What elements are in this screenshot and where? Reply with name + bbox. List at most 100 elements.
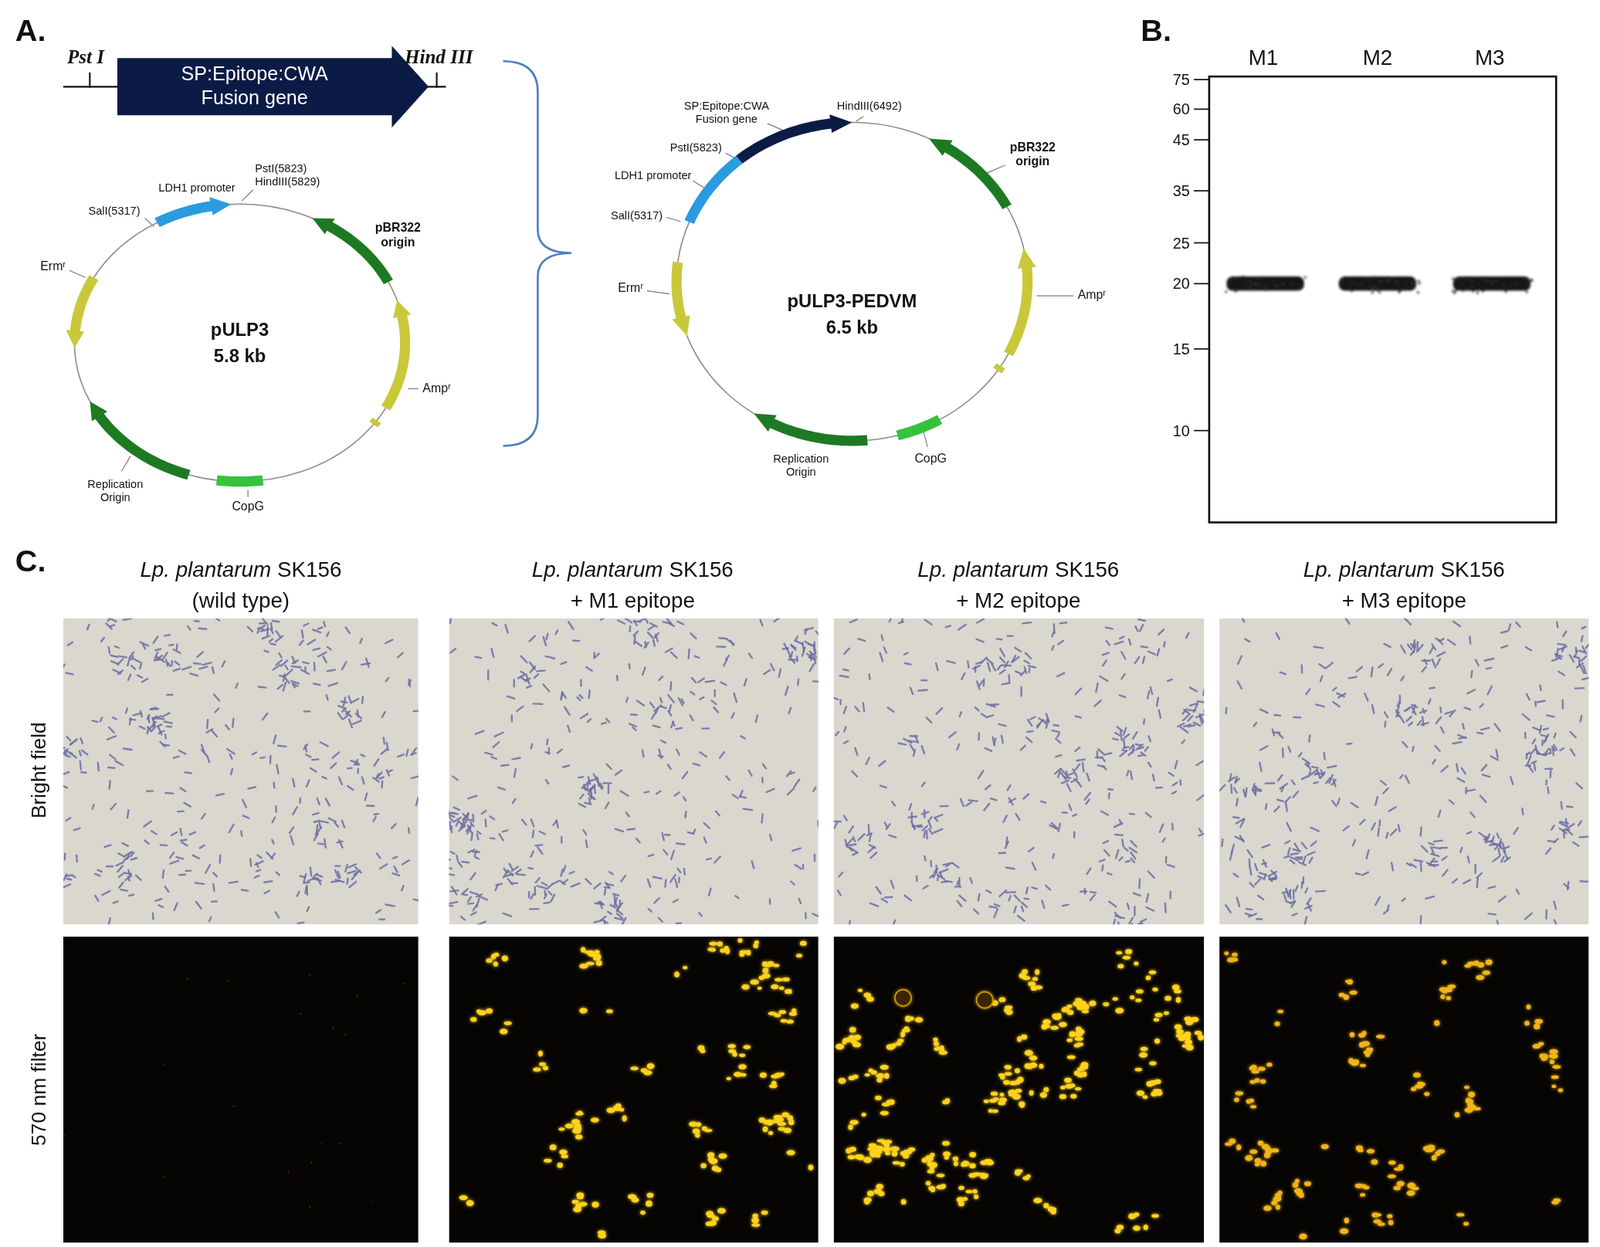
band-grain [1410,281,1414,285]
bacterium-rod [1051,631,1054,638]
fluorescent-cell [1020,1102,1025,1109]
bacterium-rod [230,754,233,760]
bacterium-rod [725,776,729,780]
bacterium-rod [647,879,651,888]
bacterium-rod [755,715,758,723]
bacterium-rod [683,796,686,801]
fluorescent-cell [952,1156,959,1162]
bacterium-rod [401,885,404,891]
bacterium-rod [198,627,207,631]
bacterium-rod [854,748,858,756]
band-grain [1466,278,1469,282]
bacterium-rod [910,688,913,695]
bacterium-rod [456,820,459,827]
fluorescent-cell [1015,1088,1023,1093]
bacterium-rod [562,879,568,884]
bacterium-rod [677,621,684,625]
fluorescent-cell [718,1153,727,1160]
band-grain [1282,282,1285,285]
bacterium-rod [301,669,309,674]
bacterium-rod [133,713,142,716]
bacterium-rod [520,671,526,675]
fluorescent-cell [1060,1085,1066,1090]
bacterium-rod [1132,732,1137,739]
bacterium-rod [1067,783,1072,791]
bacterium-rod [448,901,458,904]
fluorescent-cell [559,1127,566,1131]
fluorescent-cell [459,1195,468,1200]
bacterium-rod [1026,737,1032,743]
bacterium-rod [320,742,329,746]
fluorescent-cell [1074,1087,1082,1091]
bacterium-rod [242,800,247,808]
bacterium-rod [454,817,461,822]
bacterium-rod [1132,745,1134,753]
fluorescent-cell [880,1111,889,1116]
bacterium-rod [108,780,111,790]
bacterium-rod [847,838,852,845]
bacterium-rod [1014,894,1021,902]
bacterium-rod [928,829,933,834]
bacterium-rod [648,854,655,857]
bacterium-rod [256,863,258,868]
bacterium-rod [579,679,583,686]
band-grain [1230,277,1234,280]
bacterium-rod [166,694,173,696]
bacterium-rod [870,903,878,907]
bacterium-rod [929,861,933,867]
bacterium-rod [110,655,118,658]
band-grain [1264,288,1267,292]
fluorescent-cell [715,1167,722,1173]
fluorescent-cell [935,1185,946,1190]
bacterium-rod [802,642,804,651]
bacterium-rod [70,739,77,745]
bacterium-rod [655,708,658,714]
bacterium-rod [522,820,526,826]
leader-line [69,270,86,278]
bacterium-rod [1028,847,1034,852]
marker-tick [1193,138,1210,141]
bacterium-rod [260,756,265,760]
fluorescent-cell [1143,1224,1149,1231]
bacterium-rod [232,718,234,728]
bacterium-rod [648,908,652,912]
bacterium-rod [664,879,666,887]
bacterium-rod [1057,673,1065,677]
bacterium-rod [94,895,99,902]
bacterium-rod [66,817,72,821]
band-grain [1267,284,1270,287]
band-grain [1296,288,1299,291]
bacterium-rod [1118,922,1120,925]
bacterium-rod [789,708,791,714]
bacterium-rod [572,639,580,642]
bacterium-rod [1120,731,1122,741]
bacterium-rod [625,618,632,624]
bacterium-rod [462,813,468,821]
bacterium-rod [1012,655,1016,662]
bacterium-rod [342,661,347,670]
bacterium-rod [1053,724,1059,727]
fluorescent-cell [738,1064,746,1070]
bacterium-rod [691,677,696,683]
bacterium-rod [1103,766,1106,770]
bacterium-rod [209,917,211,922]
bacterium-rod [884,822,888,828]
band-grain [1398,291,1401,294]
band-grain [1256,284,1259,288]
bacterium-rod [1169,772,1174,777]
band-grain [1470,279,1473,282]
bacterium-rod [1152,774,1155,781]
bacterium-rod [844,648,849,655]
fluorescent-cell [779,1072,785,1076]
fluorescent-cell [575,1135,584,1140]
bacterium-rod [1413,860,1423,862]
bacterium-rod [450,618,451,624]
bacterium-rod [127,810,129,818]
bacterium-rod [1101,865,1103,872]
bacterium-rod [325,798,330,806]
fluorescent-cell [1184,1031,1192,1038]
bacterium-rod [498,787,506,790]
bacterium-rod [1169,891,1171,899]
bacterium-rod [690,715,694,721]
bacterium-rod [1038,718,1045,723]
